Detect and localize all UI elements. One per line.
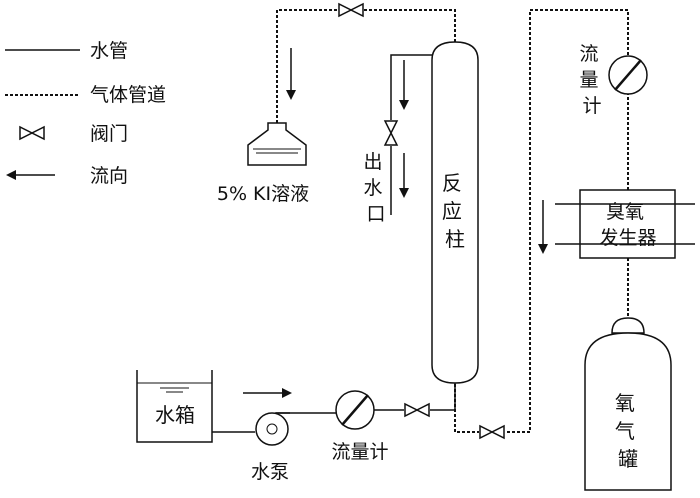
ozone-generator: 臭氧 发生器 xyxy=(555,189,695,259)
bottom-flowmeter-label: 流量计 xyxy=(331,441,388,463)
water-valve-icon xyxy=(404,402,430,418)
ozone-gas-line xyxy=(454,9,629,440)
legend-flow-direction-label: 流向 xyxy=(90,165,128,187)
water-pump-icon xyxy=(255,412,290,446)
ki-gas-line xyxy=(276,2,456,123)
reaction-column-label: 反 应 柱 xyxy=(442,171,468,251)
bottom-gas-valve-icon xyxy=(479,424,505,440)
top-flowmeter-label: 流 量 计 xyxy=(579,43,604,117)
legend-valve-icon xyxy=(19,125,45,141)
oxygen-tank-label: 氧 气 罐 xyxy=(615,391,641,471)
bottom-flowmeter-icon xyxy=(335,390,375,430)
top-flowmeter-icon xyxy=(608,55,648,95)
legend-valve-label: 阀门 xyxy=(90,123,128,145)
water-pipe xyxy=(212,383,456,433)
reaction-column: 反 应 柱 xyxy=(431,41,479,384)
water-tank: 水箱 xyxy=(136,370,213,443)
water-tank-label: 水箱 xyxy=(155,403,195,427)
legend: 水管 气体管道 阀门 流向 xyxy=(5,40,166,187)
water-pump-label: 水泵 xyxy=(251,461,289,483)
outlet-pipe xyxy=(383,54,432,215)
oxygen-tank: 氧 气 罐 xyxy=(584,317,672,491)
top-gas-valve-icon xyxy=(338,2,364,18)
ki-flask-icon xyxy=(247,122,307,166)
outlet-label: 出 水 口 xyxy=(363,151,388,225)
ozone-generator-label: 臭氧 发生器 xyxy=(599,201,656,249)
ki-solution-label: 5% KI溶液 xyxy=(217,183,309,205)
legend-water-pipe-label: 水管 xyxy=(90,40,128,62)
outlet-valve-icon xyxy=(383,120,399,146)
legend-gas-pipe-label: 气体管道 xyxy=(90,84,166,106)
